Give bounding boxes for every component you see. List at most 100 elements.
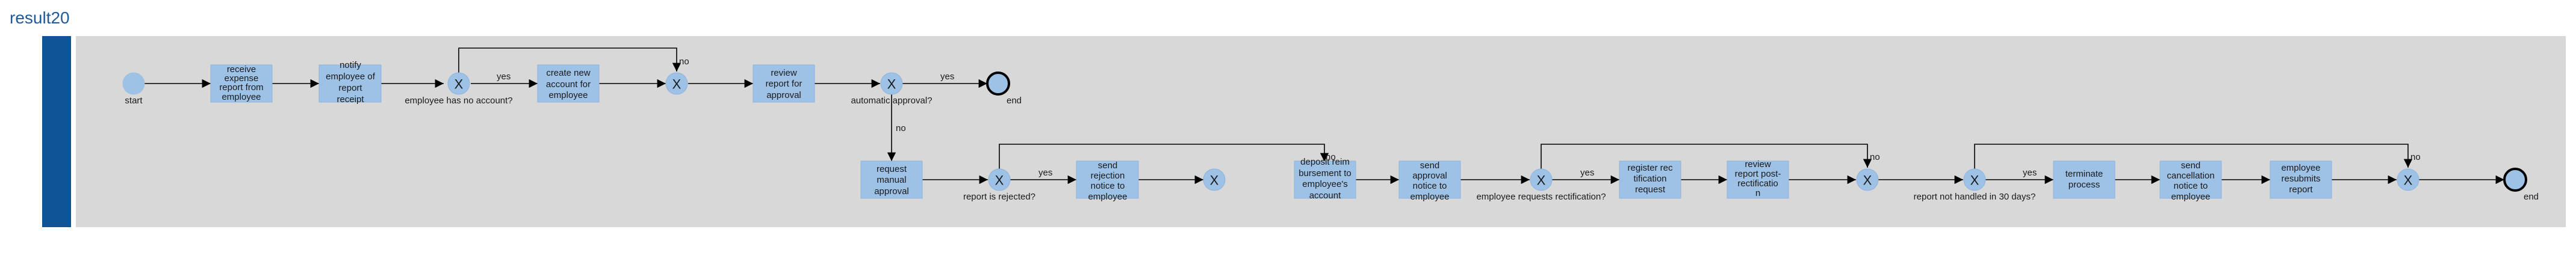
gateway-rectification: X employee requests rectification? [1476,168,1606,202]
sequence-flows-row1 [144,47,987,161]
gateway-not-handled: X report not handled in 30 days? [1914,168,2036,202]
svg-text:X: X [1210,173,1219,188]
svg-text:receive: receive [227,64,256,75]
svg-text:employee: employee [2281,163,2320,173]
end-event-label: end [2524,192,2539,202]
svg-text:account: account [1309,191,1341,201]
svg-text:account for: account for [546,79,591,90]
svg-text:X: X [2404,173,2413,188]
gateway-rejected: X report is rejected? [963,168,1035,202]
gateway-label: report not handled in 30 days? [1914,192,2036,202]
svg-text:employee: employee [1410,192,1449,202]
svg-text:bursement to: bursement to [1299,168,1352,178]
svg-text:send: send [1420,160,1440,171]
gateway-label: employee has no account? [405,96,512,106]
svg-text:X: X [995,173,1004,188]
svg-text:register rec: register rec [1627,163,1673,173]
svg-text:employee: employee [1088,192,1127,202]
svg-text:employee's: employee's [1302,179,1347,189]
svg-text:X: X [887,77,896,92]
svg-text:approval: approval [874,186,909,197]
flow-label-yes: yes [1038,168,1052,178]
task-employee-resubmits: employee resubmits report [2270,160,2332,199]
flow-label-no: no [1870,152,1880,162]
svg-text:process: process [2069,180,2100,190]
svg-text:notify: notify [340,60,361,70]
svg-text:create new: create new [546,68,591,78]
gateway-label: employee requests rectification? [1476,192,1606,202]
svg-text:resubmits: resubmits [2281,174,2320,184]
svg-text:X: X [1970,173,1979,188]
svg-text:terminate: terminate [2065,169,2103,179]
svg-text:manual: manual [877,175,906,185]
task-notify-employee: notify employee of report receipt [318,60,382,105]
svg-text:approval: approval [766,90,801,100]
task-send-cancellation: send cancellation notice to employee [2159,160,2222,202]
diagram-title: result20 [10,8,70,27]
svg-text:X: X [1863,173,1872,188]
pool-header [42,36,71,227]
svg-text:approval: approval [1412,171,1447,181]
gateway-no-account: X employee has no account? [405,72,513,106]
svg-text:review: review [771,68,797,78]
svg-text:X: X [455,77,464,92]
task-review-report: review report for approval [753,64,815,103]
svg-text:tification: tification [1633,174,1666,184]
svg-text:cancellation: cancellation [2167,171,2214,181]
flow-label-yes: yes [497,72,511,82]
gateway-merge-account: X [665,72,688,95]
svg-text:review: review [1745,159,1771,169]
svg-text:employee: employee [222,92,261,102]
flow-label-no: no [1326,152,1336,162]
svg-text:n: n [1755,188,1760,198]
gateway-label: automatic approval? [851,96,932,106]
svg-text:receipt: receipt [337,94,364,105]
flow-label-yes: yes [940,72,954,82]
end-event-2: end [2503,168,2539,202]
svg-text:employee: employee [548,90,588,100]
svg-text:report: report [338,83,362,93]
svg-text:employee of: employee of [326,72,376,82]
task-manual-approval: request manual approval [860,160,923,199]
svg-text:report: report [2289,184,2313,195]
svg-text:notice to: notice to [2174,181,2208,191]
svg-text:report post-: report post- [1735,169,1781,179]
task-review-post-rectification: review report post- rectificatio n [1727,159,1789,199]
task-register-rectification: register rec tification request [1619,160,1681,199]
flow-label-no: no [896,123,906,133]
task-send-approval: send approval notice to employee [1398,160,1461,202]
gateway-merge-final: X [2397,168,2419,191]
sequence-flows-row2 [922,144,2504,184]
svg-text:rectificatio: rectificatio [1737,178,1778,189]
svg-text:expense: expense [225,73,259,84]
svg-text:report from: report from [219,82,263,93]
task-deposit-reimbursement: deposit reim bursement to employee's acc… [1294,157,1356,201]
svg-text:employee: employee [2171,192,2210,202]
start-event-label: start [125,96,143,106]
gateway-automatic-approval: X automatic approval? [851,72,933,106]
svg-text:send: send [2181,160,2201,171]
flow-label-yes: yes [1580,168,1594,178]
start-event: start [122,72,145,106]
task-send-rejection: send rejection notice to employee [1076,160,1139,202]
gateway-label: report is rejected? [963,192,1035,202]
task-terminate-process: terminate process [2053,160,2115,199]
flow-labels: yes no yes no yes no yes no yes no [497,56,2421,178]
svg-text:request: request [877,164,907,174]
svg-text:request: request [1635,184,1666,195]
svg-text:notice to: notice to [1413,181,1447,191]
svg-text:deposit reim: deposit reim [1300,157,1350,167]
flow-label-yes: yes [2023,168,2037,178]
svg-text:X: X [1537,173,1546,188]
end-event-1: end [986,72,1022,106]
flow-label-no: no [679,56,689,67]
gateway-rejection-end: X [1203,168,1226,191]
svg-text:report for: report for [766,79,802,89]
end-event-label: end [1007,96,1022,106]
svg-text:rejection: rejection [1091,171,1125,181]
task-create-account: create new account for employee [537,64,600,103]
flow-label-no: no [2410,152,2421,162]
svg-text:X: X [672,77,681,92]
svg-text:notice to: notice to [1091,181,1125,191]
